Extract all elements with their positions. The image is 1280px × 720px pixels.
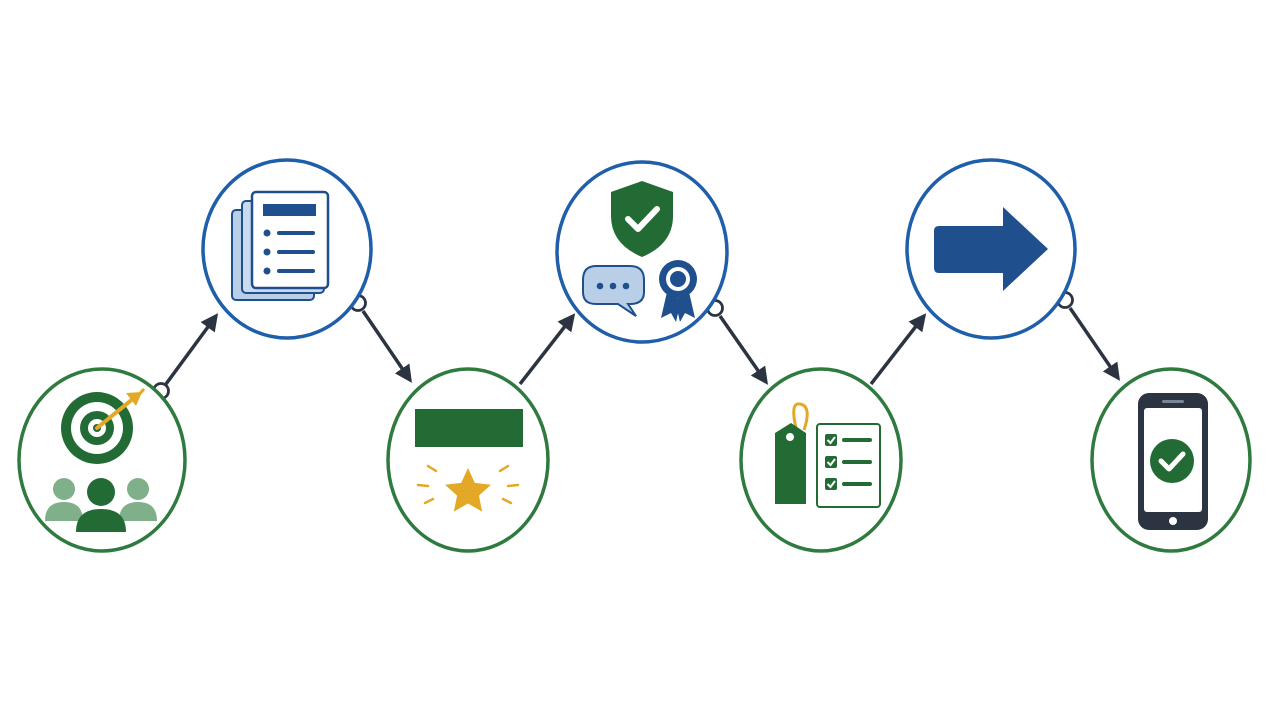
step-documents (201, 158, 373, 340)
document-stack-icon (231, 190, 330, 301)
connector-6 (1056, 291, 1120, 381)
step-target-audience (17, 367, 187, 553)
check-circle-icon (1150, 439, 1194, 483)
banner-icon (415, 409, 523, 447)
right-arrow-icon (934, 207, 1048, 291)
list-icon (263, 229, 315, 275)
checklist-icon (816, 423, 881, 508)
step-ring (386, 367, 550, 553)
step-featured-rating (386, 367, 550, 553)
audience-icon (45, 478, 157, 532)
chat-bubble-icon (582, 265, 645, 317)
step-mobile-confirmation (1090, 367, 1252, 553)
step-next-step (905, 158, 1077, 340)
arrow-in-target-icon (95, 387, 146, 430)
connector-5 (869, 313, 927, 386)
connector-4 (706, 299, 769, 385)
price-tag-icon (775, 402, 809, 504)
connector-2 (349, 294, 412, 383)
award-ribbon-icon (659, 260, 697, 322)
shield-check-icon (611, 181, 673, 257)
star-icon (416, 464, 520, 512)
step-pricing-checklist (739, 367, 903, 553)
connector-3 (518, 313, 576, 386)
connector-1 (152, 313, 219, 400)
step-trust-verification (555, 160, 729, 344)
